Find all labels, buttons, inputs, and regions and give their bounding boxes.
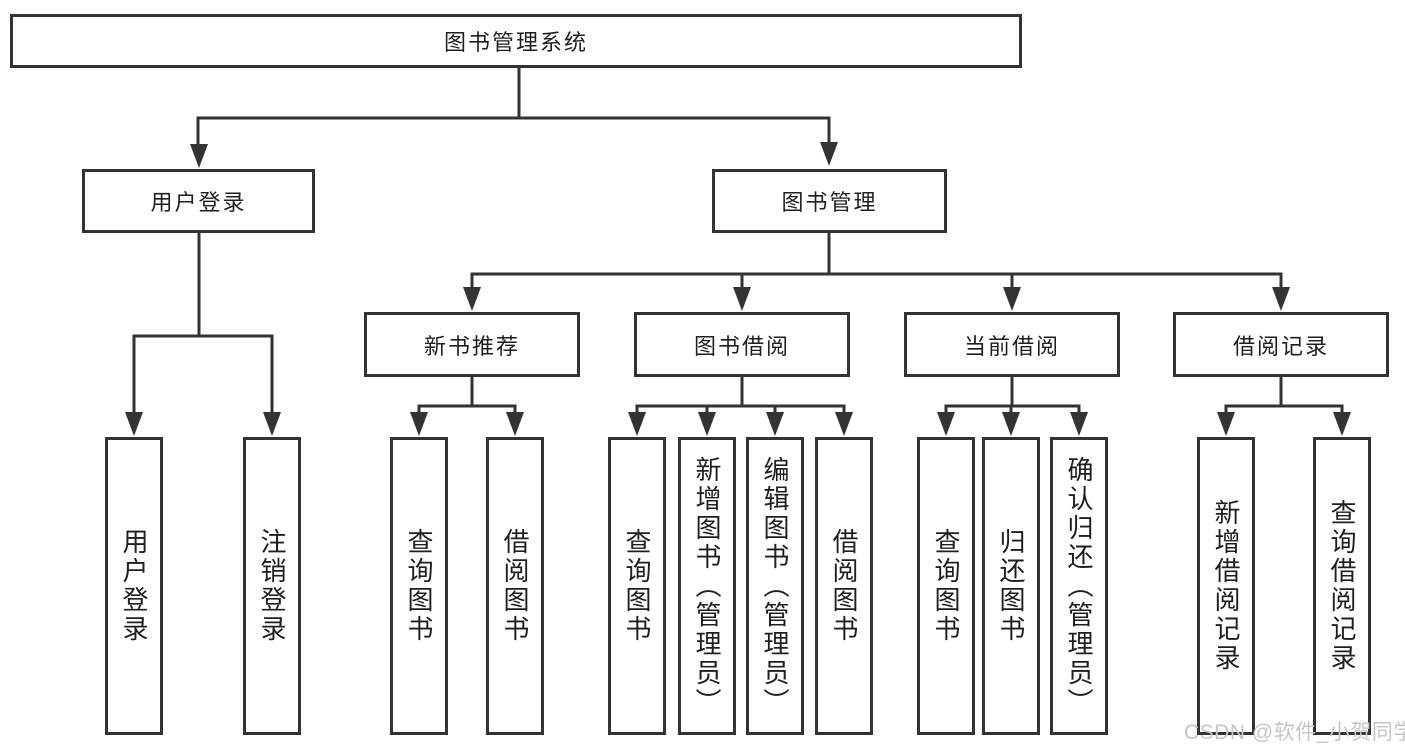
- group-node-book-borrow: 图书借阅: [634, 312, 850, 377]
- arrowhead-icon: [410, 412, 428, 436]
- connector-root-to-level1: [190, 63, 838, 168]
- arrowhead-icon: [125, 412, 143, 436]
- connector-book-mgmt-to-groups: [463, 231, 1290, 311]
- leaf-node-add-books-admin: 新增图书（管理员）: [678, 437, 736, 735]
- connector-borrow-records-to-leaves: [1217, 375, 1351, 436]
- arrowhead-icon: [1003, 287, 1021, 311]
- arrowhead-icon: [506, 412, 524, 436]
- leaf-node-logout: 注销登录: [243, 437, 301, 735]
- arrowhead-icon: [190, 144, 208, 168]
- connector-book-borrow-to-leaves: [628, 375, 853, 436]
- arrowhead-icon: [628, 412, 646, 436]
- arrowhead-icon: [463, 287, 481, 311]
- arrowhead-icon: [1272, 287, 1290, 311]
- root-node-library-system: 图书管理系统: [10, 14, 1022, 68]
- leaf-node-edit-books-admin: 编辑图书（管理员）: [746, 437, 804, 735]
- connector-current-borrow-to-leaves: [937, 375, 1088, 436]
- branch-node-book-management: 图书管理: [712, 169, 947, 233]
- branch-node-user-login: 用户登录: [82, 169, 315, 233]
- arrowhead-icon: [1002, 412, 1020, 436]
- group-node-borrow-records: 借阅记录: [1173, 312, 1389, 377]
- leaf-node-query-books-3: 查询图书: [917, 437, 975, 735]
- arrowhead-icon: [835, 412, 853, 436]
- leaf-node-borrow-books-2: 借阅图书: [815, 437, 873, 735]
- arrowhead-icon: [263, 412, 281, 436]
- group-node-current-borrow: 当前借阅: [904, 312, 1120, 377]
- arrowhead-icon: [1217, 412, 1235, 436]
- arrowhead-icon: [733, 287, 751, 311]
- arrowhead-icon: [1333, 412, 1351, 436]
- arrowhead-icon: [766, 412, 784, 436]
- arrowhead-icon: [937, 412, 955, 436]
- group-node-new-book-recommend: 新书推荐: [364, 312, 580, 377]
- leaf-node-confirm-return-admin: 确认归还（管理员）: [1050, 437, 1108, 735]
- leaf-node-add-borrow-record: 新增借阅记录: [1197, 437, 1255, 735]
- leaf-node-query-books-2: 查询图书: [608, 437, 666, 735]
- leaf-node-query-books-1: 查询图书: [390, 437, 448, 735]
- leaf-node-query-borrow-record: 查询借阅记录: [1313, 437, 1371, 735]
- csdn-watermark: CSDN @软件_小贺同学: [1184, 721, 1405, 744]
- connector-new-book-to-leaves: [410, 375, 524, 436]
- leaf-node-return-books: 归还图书: [982, 437, 1040, 735]
- leaf-node-user-login: 用户登录: [105, 437, 163, 735]
- connector-user-login-to-leaves: [125, 231, 281, 436]
- arrowhead-icon: [1070, 412, 1088, 436]
- arrowhead-icon: [698, 412, 716, 436]
- leaf-node-borrow-books-1: 借阅图书: [486, 437, 544, 735]
- arrowhead-icon: [820, 142, 838, 166]
